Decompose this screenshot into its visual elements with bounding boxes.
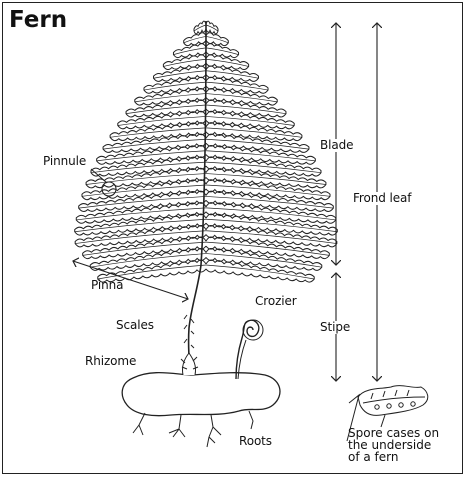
label-spore-cases: Spore cases on the underside of a fern	[348, 427, 439, 463]
spore-line-3: of a fern	[348, 451, 439, 463]
roots	[133, 411, 253, 447]
label-stipe: Stipe	[320, 321, 350, 334]
label-roots: Roots	[239, 435, 272, 448]
label-crozier: Crozier	[255, 295, 297, 308]
fern-illustration	[3, 3, 464, 475]
pinna-midrib	[184, 36, 206, 42]
rhizome	[122, 373, 280, 416]
label-scales: Scales	[116, 319, 154, 332]
label-blade: Blade	[320, 139, 353, 152]
crozier	[236, 320, 259, 379]
label-pinnule: Pinnule	[43, 155, 86, 168]
label-frond-leaf: Frond leaf	[353, 192, 411, 205]
label-pinna: Pinna	[91, 279, 123, 292]
fern-diagram: Fern	[2, 2, 463, 474]
pinna-midrib	[206, 36, 228, 42]
pinna-midrib	[206, 128, 302, 137]
pinna-midrib	[110, 128, 206, 137]
label-rhizome: Rhizome	[85, 355, 136, 368]
pinna-midrib	[103, 139, 206, 149]
pinna-midrib	[206, 231, 337, 244]
pinna-midrib	[75, 231, 206, 244]
pinna-midrib	[206, 139, 309, 149]
rhizome-base	[182, 353, 195, 375]
